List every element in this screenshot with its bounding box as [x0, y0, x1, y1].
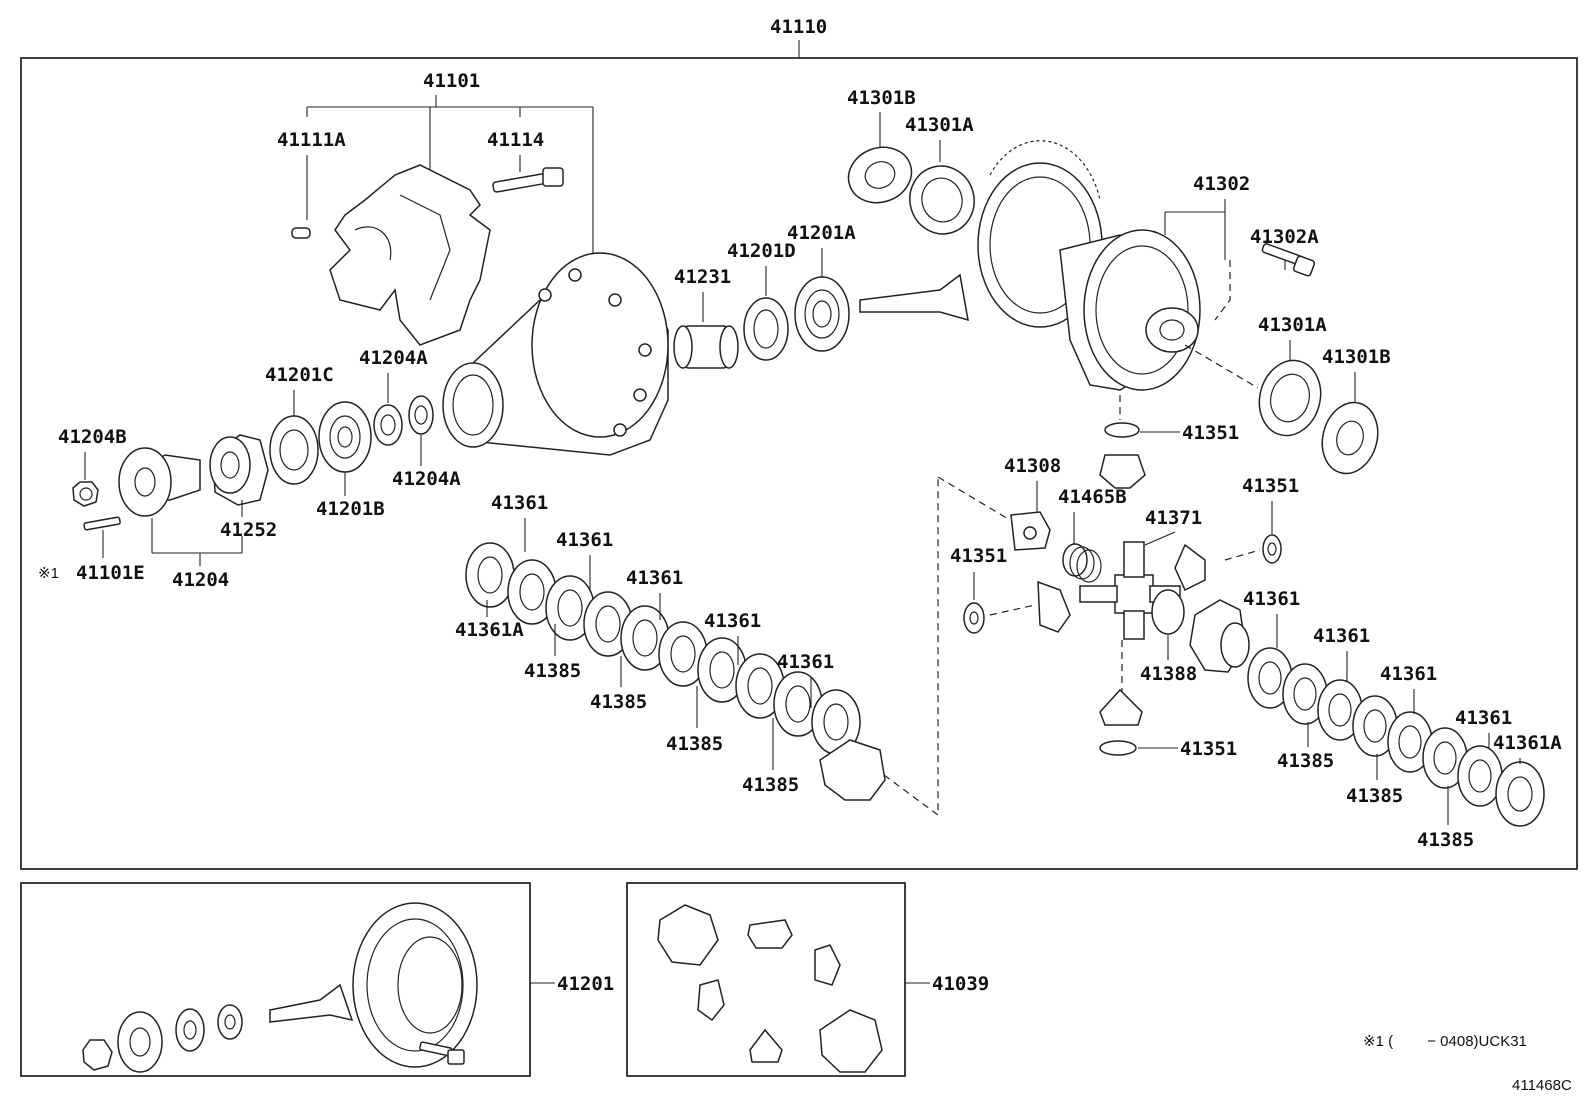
label-41301B-right: 41301B — [1322, 346, 1391, 368]
label-41361-left-1: 41361 — [491, 492, 548, 514]
pin-part — [291, 227, 311, 239]
side-gear-right-part — [1189, 599, 1250, 673]
label-41361-right-3: 41361 — [1380, 663, 1437, 685]
label-41301A-top: 41301A — [905, 114, 974, 136]
bearing-41201B-part — [318, 401, 372, 473]
washer-41204A-bottom-part — [408, 395, 434, 435]
clutch-pack-right — [1247, 647, 1545, 827]
spacer-part — [673, 325, 739, 369]
label-41385-left-1: 41385 — [524, 660, 581, 682]
thrust-washer-bottom-part — [1099, 740, 1137, 756]
label-41385-left-3: 41385 — [666, 733, 723, 755]
label-41231: 41231 — [674, 266, 731, 288]
carrier-housing-part — [442, 252, 669, 456]
label-41385-left-2: 41385 — [590, 691, 647, 713]
label-41101E: 41101E — [76, 562, 145, 584]
label-41301B-top: 41301B — [847, 87, 916, 109]
label-41101: 41101 — [423, 70, 480, 92]
label-41351-right: 41351 — [1242, 475, 1299, 497]
bearing-41301A-part — [909, 165, 975, 235]
bearing-41301B-right-part — [1321, 401, 1379, 475]
label-41361A-right: 41361A — [1493, 732, 1562, 754]
label-41114: 41114 — [487, 129, 544, 151]
label-41351-bottom: 41351 — [1180, 738, 1237, 760]
label-41302A: 41302A — [1250, 226, 1319, 248]
bearing-41201D-part — [743, 297, 789, 361]
side-gear-left-part — [1037, 580, 1071, 633]
label-41465B: 41465B — [1058, 486, 1127, 508]
label-41201C: 41201C — [265, 364, 334, 386]
gear-kit-part — [657, 904, 883, 1073]
spring-41465B-part — [1062, 543, 1102, 583]
bearing-41301A-right-part — [1258, 359, 1322, 437]
pinion-gear-right-part — [1174, 543, 1206, 592]
label-41204A-top: 41204A — [359, 347, 428, 369]
label-41201: 41201 — [557, 973, 614, 995]
label-41361-left-4: 41361 — [704, 610, 761, 632]
label-41361-right-2: 41361 — [1313, 625, 1370, 647]
label-41204B: 41204B — [58, 426, 127, 448]
label-41361-left-5: 41361 — [777, 651, 834, 673]
label-41302: 41302 — [1193, 173, 1250, 195]
label-41201D: 41201D — [727, 240, 796, 262]
carrier-bolt-part — [492, 167, 564, 193]
label-41201B: 41201B — [316, 498, 385, 520]
ring-pinion-set-part — [82, 902, 478, 1073]
label-41308: 41308 — [1004, 455, 1061, 477]
carrier-cap-part — [329, 164, 491, 346]
pinion-gear-bottom-part — [1099, 688, 1143, 726]
label-41361A-left: 41361A — [455, 619, 524, 641]
gear-set-frame — [20, 882, 531, 1077]
bearing-41201C-part — [269, 415, 319, 485]
label-41361-right-1: 41361 — [1243, 588, 1300, 610]
bearing-41301B-part — [847, 146, 913, 204]
seal-41252-part — [209, 434, 269, 506]
label-41351-top: 41351 — [1182, 422, 1239, 444]
thrust-washer-top-part — [1099, 422, 1146, 489]
side-washer-41388-part — [1151, 589, 1185, 635]
label-41385-left-4: 41385 — [742, 774, 799, 796]
stud-41101E-part — [83, 516, 121, 531]
label-41388: 41388 — [1140, 663, 1197, 685]
plate-41308-part — [1010, 511, 1051, 551]
drawing-number: 411468C — [1512, 1077, 1572, 1094]
label-41204: 41204 — [172, 569, 229, 591]
label-41201A: 41201A — [787, 222, 856, 244]
flange-41204-part — [118, 447, 201, 517]
label-41204A-bottom: 41204A — [392, 468, 461, 490]
washer-41204A-top-part — [373, 404, 403, 446]
label-41110: 41110 — [770, 16, 827, 38]
gear-kit-frame — [626, 882, 906, 1077]
label-41361-left-3: 41361 — [626, 567, 683, 589]
label-41039: 41039 — [932, 973, 989, 995]
label-41361-right-4: 41361 — [1455, 707, 1512, 729]
footnote-text: ※1 ( − 0408)UCK31 — [1363, 1033, 1527, 1050]
label-41361-left-2: 41361 — [556, 529, 613, 551]
label-41371: 41371 — [1145, 507, 1202, 529]
bearing-41201A-part — [794, 276, 850, 352]
label-41385-right-2: 41385 — [1346, 785, 1403, 807]
differential-case-part — [1059, 229, 1201, 391]
label-41385-right-1: 41385 — [1277, 750, 1334, 772]
label-41385-right-3: 41385 — [1417, 829, 1474, 851]
stud-note-mark: ※1 — [38, 565, 59, 582]
thrust-washer-left-part — [963, 602, 985, 634]
case-bolt-part — [1261, 243, 1316, 277]
label-41252: 41252 — [220, 519, 277, 541]
label-41111A: 41111A — [277, 129, 346, 151]
nut-41204B-part — [72, 481, 99, 507]
label-41351-left: 41351 — [950, 545, 1007, 567]
thrust-washer-right-part — [1262, 534, 1282, 564]
label-41301A-right: 41301A — [1258, 314, 1327, 336]
clutch-pack-left — [465, 542, 886, 801]
